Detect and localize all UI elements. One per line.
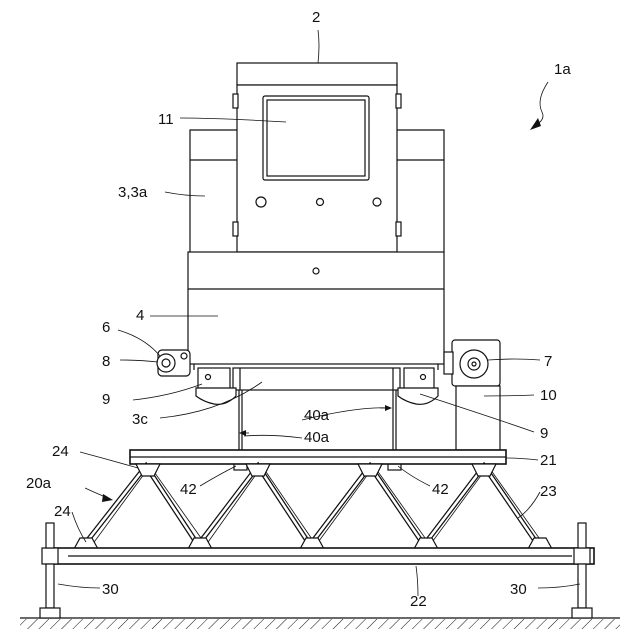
label-24-bottom: 24 bbox=[54, 503, 71, 520]
label-3c: 3c bbox=[132, 411, 148, 428]
label-9-left: 9 bbox=[102, 391, 110, 408]
label-21: 21 bbox=[540, 452, 557, 469]
label-11: 11 bbox=[158, 111, 174, 128]
label-20a: 20a bbox=[26, 475, 52, 492]
label-3-3a: 3,3a bbox=[118, 184, 148, 201]
label-40a-top: 40a bbox=[304, 407, 330, 424]
label-1a: 1a bbox=[554, 61, 571, 78]
top-plate bbox=[130, 450, 506, 464]
label-10: 10 bbox=[540, 387, 557, 404]
label-24-top: 24 bbox=[52, 443, 69, 460]
base-beam bbox=[46, 548, 594, 564]
label-30-left: 30 bbox=[102, 581, 119, 598]
label-6: 6 bbox=[102, 319, 110, 336]
label-42-right: 42 bbox=[432, 481, 449, 498]
label-23: 23 bbox=[540, 483, 557, 500]
label-40a-mid: 40a bbox=[304, 429, 330, 446]
label-22: 22 bbox=[410, 593, 427, 610]
ground bbox=[20, 618, 620, 629]
label-8: 8 bbox=[102, 353, 110, 370]
label-2: 2 bbox=[312, 9, 320, 26]
truss-frame bbox=[84, 466, 544, 545]
label-4: 4 bbox=[136, 307, 144, 324]
main-body bbox=[188, 252, 444, 370]
label-9-right: 9 bbox=[540, 425, 548, 442]
conveyor-section bbox=[233, 368, 400, 390]
label-7: 7 bbox=[544, 353, 552, 370]
label-30-right: 30 bbox=[510, 581, 527, 598]
label-42-left: 42 bbox=[180, 481, 197, 498]
upper-housing bbox=[233, 63, 401, 252]
